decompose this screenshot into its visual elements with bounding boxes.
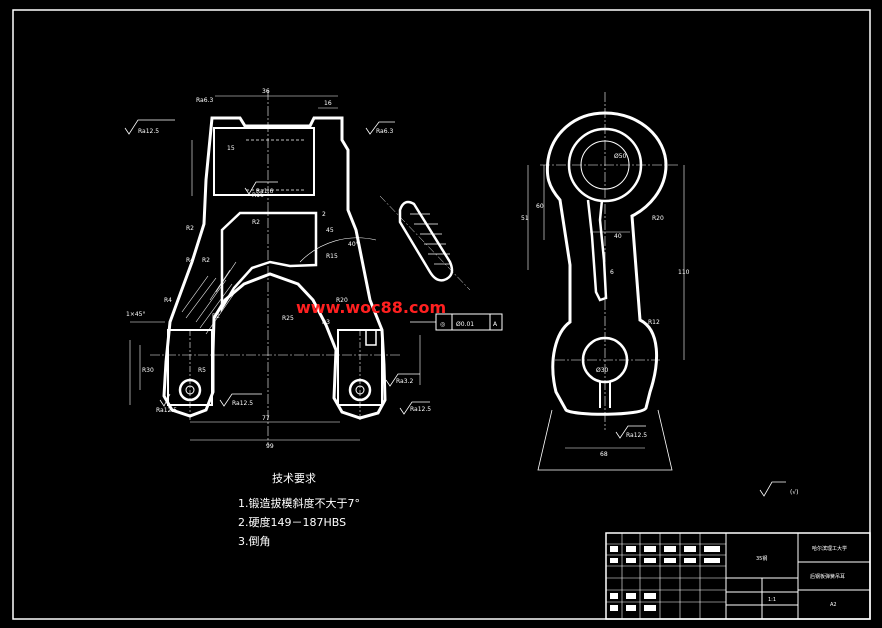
diameter-50: Ø50 — [614, 153, 627, 160]
radius-r5: R5 — [198, 367, 206, 374]
angle-40: 40° — [348, 241, 359, 248]
roughness-symbols — [124, 119, 430, 415]
dim-60: 60 — [536, 203, 544, 210]
tolerance-symbol: ◎ — [440, 321, 445, 328]
school-label: 哈尔滨理工大学 — [812, 545, 847, 552]
dim-51: 51 — [521, 215, 529, 222]
front-view-labels: 36 16 15 R16 R2 R2 R4 R2 R25 R4 R2 R20 R… — [126, 88, 431, 450]
part-name-label: 后钢板弹簧吊耳 — [810, 573, 845, 580]
roughness-ra12-5-a: Ra12.5 — [138, 128, 159, 135]
radius-r3: R3 — [322, 319, 330, 326]
tolerance-datum: A — [493, 321, 498, 328]
radius-r30: R30 — [142, 367, 154, 374]
dim-99: 99 — [266, 443, 274, 450]
dim-77: 77 — [262, 415, 270, 422]
dim-45: 45 — [326, 227, 334, 234]
title-block-text: 35钢 哈尔滨理工大学 后钢板弹簧吊耳 A2 1:1 — [756, 545, 847, 608]
watermark: www.woc88.com — [296, 298, 446, 317]
roughness-others: (√) — [790, 489, 799, 496]
radius-r25: R25 — [282, 315, 294, 322]
roughness-ra6-3: Ra6.3 — [376, 128, 393, 135]
side-view-labels: 51 60 110 68 40 6 R20 R12 Ø50 Ø30 Ra12.5 — [521, 153, 690, 458]
title-block — [605, 532, 871, 620]
radius-r4-b: R4 — [164, 297, 172, 304]
other-roughness-note: (√) — [759, 481, 799, 497]
section-detail — [379, 195, 471, 291]
dim-6: 6 — [610, 269, 614, 276]
material-label: 35钢 — [756, 555, 767, 562]
paper-size-label: A2 — [830, 602, 837, 608]
tolerance-value: Ø0.01 — [456, 321, 474, 328]
roughness-ra12-5-d: Ra12.5 — [410, 406, 431, 413]
radius-r2-b: R2 — [186, 225, 194, 232]
radius-r2-a: R2 — [252, 219, 260, 226]
radius-r2-d: R2 — [212, 313, 220, 320]
roughness-ra12-5-c: Ra12.5 — [156, 407, 177, 414]
radius-r16: R16 — [252, 192, 264, 199]
roughness-ra12-5-b: Ra12.5 — [232, 400, 253, 407]
dim-68: 68 — [600, 451, 608, 458]
tech-req-item-3: 3.倒角 — [238, 535, 271, 548]
diameter-30: Ø30 — [596, 367, 609, 374]
radius-r12: R12 — [648, 319, 660, 326]
radius-r15: R15 — [326, 253, 338, 260]
roughness-ra6-3-top: Ra6.3 — [196, 97, 213, 104]
roughness-ra12-5-e: Ra12.5 — [626, 432, 647, 439]
roughness-ra3-2: Ra3.2 — [396, 378, 413, 385]
chamfer-label: 1×45° — [126, 311, 145, 318]
dim-110: 110 — [678, 269, 690, 276]
dim-15: 15 — [227, 145, 235, 152]
front-section-view — [129, 90, 421, 445]
radius-r2-c: R2 — [202, 257, 210, 264]
roughness-ra1-6: Ra1.6 — [256, 188, 273, 195]
dim-40: 40 — [614, 233, 622, 240]
scale-label: 1:1 — [768, 597, 776, 603]
radius-r20: R20 — [336, 297, 348, 304]
drawing-frame — [12, 9, 871, 620]
tech-requirements: 技术要求 1.锻造拔模斜度不大于7° 2.硬度149－187HBS 3.倒角 — [238, 472, 360, 548]
tolerance-frame: ◎ Ø0.01 A — [410, 313, 503, 331]
dim-36: 36 — [262, 88, 270, 95]
side-view — [527, 92, 685, 471]
radius-r20-b: R20 — [652, 215, 664, 222]
dim-16: 16 — [324, 100, 332, 107]
tech-req-item-1: 1.锻造拔模斜度不大于7° — [238, 496, 360, 510]
tech-req-title: 技术要求 — [272, 472, 316, 485]
dim-2: 2 — [322, 211, 326, 218]
radius-r4-a: R4 — [186, 257, 194, 264]
tech-req-item-2: 2.硬度149－187HBS — [238, 515, 346, 529]
